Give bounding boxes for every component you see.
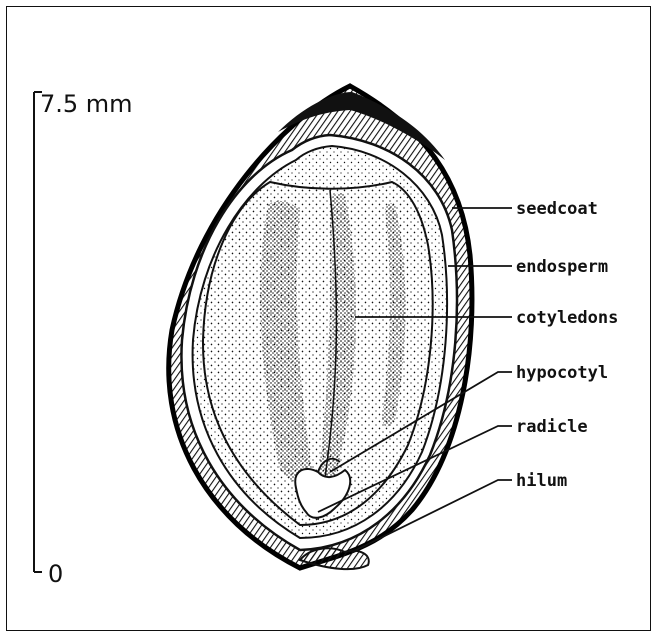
label-hilum: hilum bbox=[516, 471, 567, 491]
scale-bar: 7.5 mm 0 bbox=[34, 90, 133, 588]
scale-bottom-label: 0 bbox=[48, 560, 63, 588]
label-radicle: radicle bbox=[516, 417, 588, 437]
label-cotyledons: cotyledons bbox=[516, 308, 618, 328]
label-hypocotyl: hypocotyl bbox=[516, 363, 608, 383]
scale-top-label: 7.5 mm bbox=[40, 90, 133, 118]
label-seedcoat: seedcoat bbox=[516, 199, 598, 219]
label-endosperm: endosperm bbox=[516, 257, 608, 277]
